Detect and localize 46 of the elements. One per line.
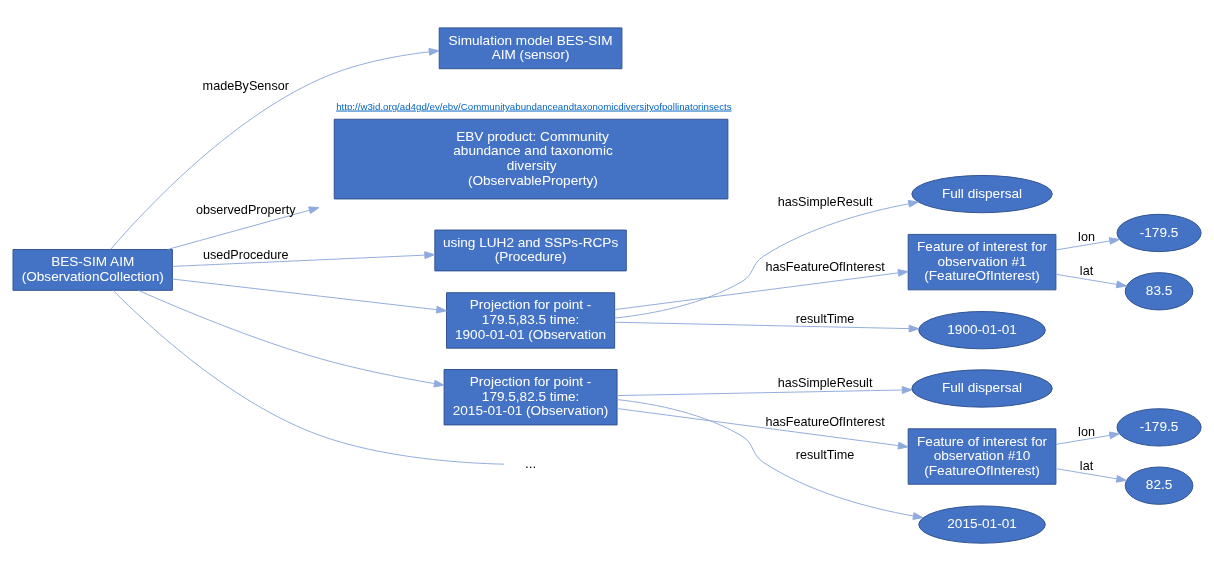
arrow	[1055, 467, 1127, 483]
edge-label: resultTime	[795, 311, 855, 326]
edge-label: hasSimpleResult	[777, 194, 873, 209]
edge-label: hasFeatureOfInterest	[765, 414, 885, 429]
node-ellipse: 1900-01-01	[918, 310, 1046, 349]
arrow	[138, 289, 445, 387]
node-text: ...	[524, 455, 537, 471]
edge-label: resultTime	[795, 447, 855, 462]
edge-label: lon	[1078, 229, 1095, 244]
node-ellipse: 82.5	[1124, 466, 1194, 505]
edge-label: lon	[1078, 424, 1095, 439]
node-box: Projection for point - 179.5,83.5 time: 1900-01-01 (Observation	[446, 291, 616, 349]
node-box: Simulation model BES-SIM AIM (sensor)	[438, 26, 623, 69]
node-ellipse: Full dispersal	[911, 368, 1053, 408]
edge-label: observedProperty	[195, 202, 296, 217]
edge-label: madeBySensor	[202, 78, 289, 93]
node-box: BES-SIM AIM (ObservationCollection)	[12, 248, 173, 291]
connector	[112, 289, 505, 465]
node-ellipse: 2015-01-01	[918, 504, 1046, 544]
arrow	[616, 407, 909, 449]
arrow	[1055, 273, 1127, 288]
node-box: Feature of interest for observation #1 (FeatureOfInterest)	[907, 233, 1057, 290]
edge-label: usedProcedure	[202, 247, 289, 262]
arrow	[1055, 236, 1120, 250]
edge-label: hasSimpleResult	[777, 375, 873, 390]
node-ellipse: -179.5	[1116, 407, 1202, 446]
edge-label: hasFeatureOfInterest	[765, 259, 885, 274]
arrow	[614, 268, 909, 310]
node-box: Projection for point - 179.5,82.5 time: 2015-01-01 (Observation)	[443, 368, 618, 425]
node-label: http://w3id.org/ad4gd/ev/ebv/Communityabundanceandtaxonomicdiversityofpollinatorinsects	[336, 100, 732, 112]
arrow	[110, 47, 440, 250]
arrow	[167, 205, 320, 250]
node-ellipse: Full dispersal	[911, 174, 1053, 213]
arrow	[172, 278, 447, 314]
node-box: using LUH2 and SSPs-RCPs (Procedure)	[434, 229, 627, 271]
edge-label: lat	[1079, 263, 1094, 278]
arrow	[614, 199, 919, 319]
node-ellipse: 83.5	[1124, 271, 1194, 310]
arrow	[1055, 431, 1120, 445]
node-box: Feature of interest for observation #10 (FeatureOfInterest)	[907, 427, 1057, 485]
arrow	[616, 398, 924, 520]
arrow	[614, 321, 920, 332]
arrow	[616, 385, 913, 396]
edge-label: lat	[1079, 458, 1094, 473]
node-ellipse: -179.5	[1116, 213, 1202, 252]
arrow	[172, 250, 435, 267]
